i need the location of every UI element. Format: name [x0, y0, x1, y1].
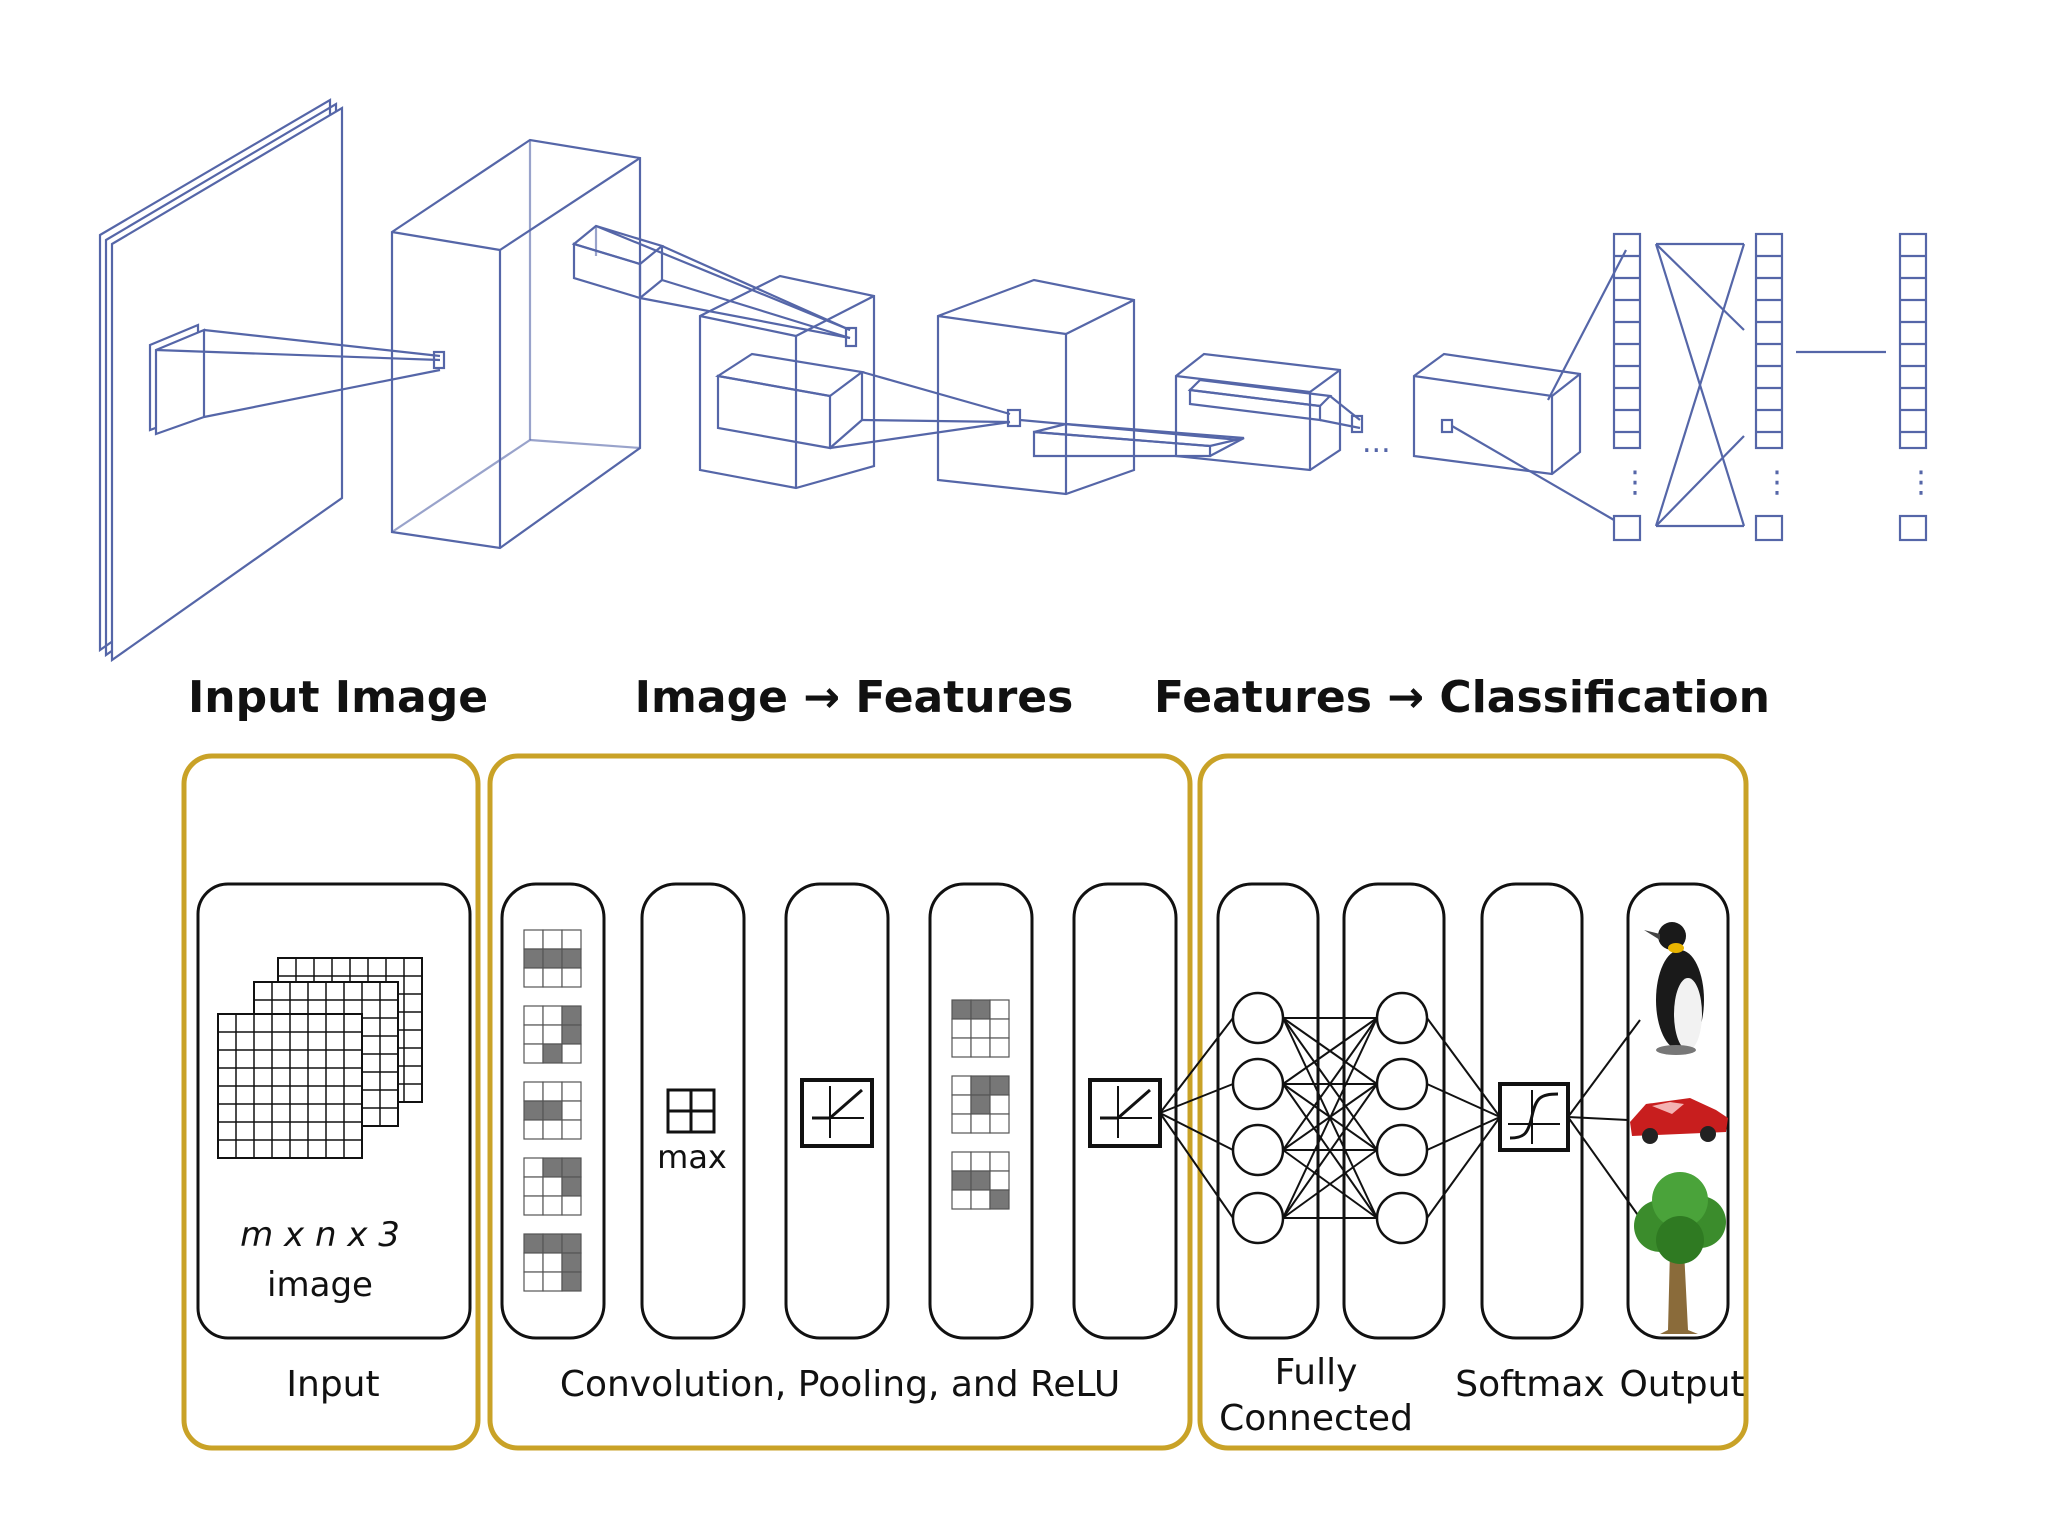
section-frame-classification [1197, 753, 1749, 1451]
input-label: Input [286, 1364, 379, 1405]
neuron-node [1375, 991, 1429, 1045]
ellipsis-dots: ... [1362, 425, 1391, 460]
relu-icon-2 [1088, 1078, 1162, 1148]
fc-connections [1159, 991, 1641, 1245]
heading-features-classification: Features → Classification [1154, 672, 1770, 723]
feature-panel: max Convolution, Pooling, and ReLU [500, 882, 1178, 1405]
conv-pill [500, 882, 606, 1340]
filter-grid [951, 1075, 1010, 1134]
tree-icon [1634, 1172, 1726, 1334]
input-panel: m x n x 3 image Input [196, 882, 472, 1405]
conv-block-5 [1412, 249, 1627, 521]
conv-block-4 [1174, 352, 1364, 472]
filter-grid [523, 1081, 582, 1140]
input-grid-stack [217, 957, 423, 1159]
conv-filter-grids [523, 929, 582, 1292]
filter-grid [523, 929, 582, 988]
neuron-node [1231, 1191, 1285, 1245]
fc-column-2 [1754, 232, 1784, 542]
filter-grid [951, 999, 1010, 1058]
fc-pill-1 [1216, 882, 1320, 1340]
filter-grid [523, 1157, 582, 1216]
neuron-node [1231, 1057, 1285, 1111]
neuron-node [1375, 1191, 1429, 1245]
neuron-node [1375, 1057, 1429, 1111]
filter-grid [523, 1005, 582, 1064]
input-dims-text: m x n x 3 [240, 1215, 400, 1255]
fc-pill-2 [1342, 882, 1446, 1340]
neuron-node [1231, 991, 1285, 1045]
relu-icon-1 [800, 1078, 874, 1148]
pool-pill [640, 882, 746, 1340]
conv-pill-2 [928, 882, 1034, 1340]
softmax-pill [1480, 882, 1584, 1340]
output-label: Output [1619, 1364, 1744, 1405]
heading-input-image: Input Image [188, 672, 488, 723]
heading-image-features: Image → Features [635, 672, 1074, 723]
section-frame-input [181, 753, 481, 1451]
conv-block-1 [390, 138, 858, 550]
section-frame-features [487, 753, 1193, 1451]
car-icon [1630, 1098, 1728, 1144]
neuron-node [1231, 1123, 1285, 1177]
fc-column-1 [1612, 232, 1642, 542]
input-image-text: image [267, 1265, 373, 1305]
fc-col1-vertical-ellipsis: ⋮ [1620, 465, 1650, 500]
input-pill [196, 882, 472, 1340]
relu-pill-1 [784, 882, 890, 1340]
classification-panel: Fully Connected Softmax Output [1159, 882, 1745, 1439]
filter-grid [951, 1151, 1010, 1210]
output-column [1898, 232, 1928, 542]
fc-cross-connections [1654, 242, 1746, 528]
fc-col2-vertical-ellipsis: ⋮ [1762, 465, 1792, 500]
input-plate-stack [98, 98, 344, 663]
top-network-diagram: ... ⋮ [98, 98, 1936, 663]
conv-block-2 [698, 274, 1022, 490]
fc-label-line1: Fully [1275, 1352, 1358, 1393]
filter-grid [523, 1233, 582, 1292]
output-pill [1626, 882, 1730, 1340]
output-col-vertical-ellipsis: ⋮ [1906, 465, 1936, 500]
neuron-node [1375, 1123, 1429, 1177]
fc-label-line2: Connected [1219, 1398, 1413, 1439]
conv2-filter-grids [951, 999, 1010, 1210]
relu-pill-2 [1072, 882, 1178, 1340]
input-grid-layer [217, 1013, 363, 1159]
softmax-label: Softmax [1455, 1364, 1604, 1405]
max-label: max [657, 1138, 727, 1176]
feature-label: Convolution, Pooling, and ReLU [560, 1364, 1120, 1405]
max-pool-icon [666, 1088, 716, 1134]
penguin-icon [1644, 922, 1704, 1055]
softmax-icon [1498, 1082, 1570, 1152]
conv-block-3 [936, 278, 1245, 496]
